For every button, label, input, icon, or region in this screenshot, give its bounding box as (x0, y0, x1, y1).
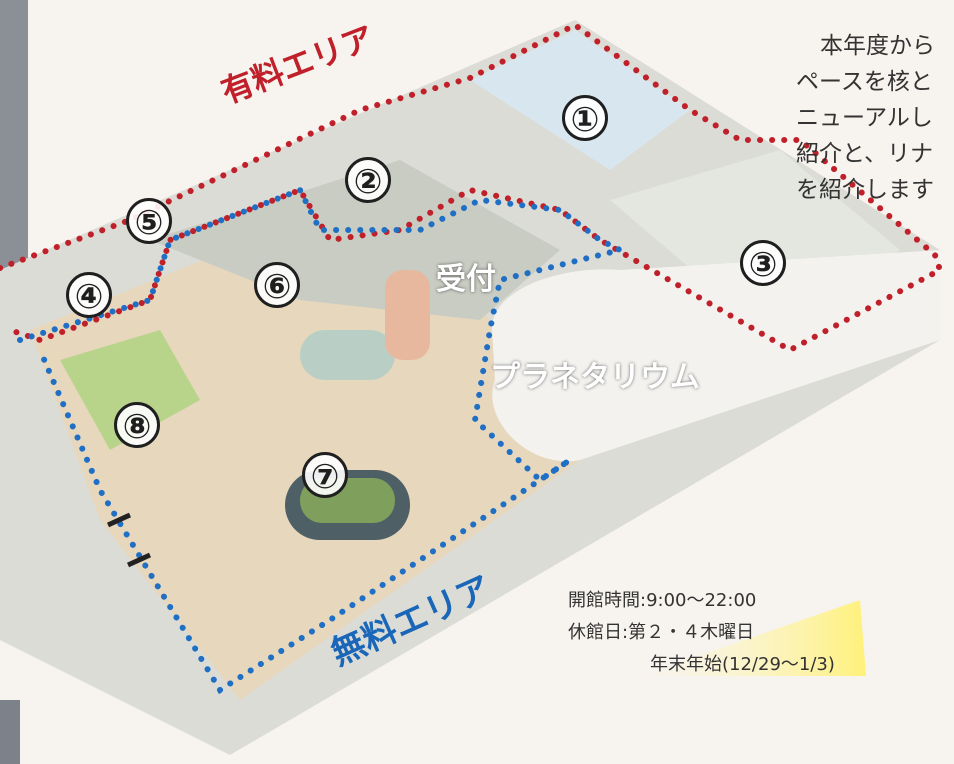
year-end-closure: 年末年始(12/29〜1/3) (650, 654, 835, 675)
reception-column (385, 270, 430, 360)
side-text-line: 紹介と、リナ (796, 141, 934, 167)
entrance-mark (106, 512, 132, 528)
opening-hours: 開館時間:9:00〜22:00 (568, 590, 757, 611)
free-area-border (17, 186, 629, 695)
side-text-line: ペースを核と (796, 69, 933, 95)
room-number-3: ③ (740, 240, 786, 286)
entrance-mark (126, 552, 152, 568)
central-floor (150, 160, 560, 320)
room-number-1: ① (562, 95, 608, 141)
room-number-6: ⑥ (254, 262, 300, 308)
side-text-line: ニューアルし (796, 105, 933, 131)
room-number-4: ④ (66, 272, 112, 318)
side-text-line: を紹介します (796, 177, 934, 203)
room-number-2: ② (345, 157, 391, 203)
planetarium-label: プラネタリウム (490, 360, 700, 395)
room-number-8: ⑧ (114, 402, 160, 448)
room-number-5: ⑤ (126, 198, 172, 244)
paid-area-border (0, 21, 944, 354)
room-number-7: ⑦ (302, 452, 348, 498)
side-text-line: 本年度から (820, 33, 935, 59)
reception-label: 受付 (436, 262, 496, 297)
room-8-floor (60, 330, 200, 450)
closed-days: 休館日:第２・４木曜日 (568, 622, 755, 643)
left-photo-strip-bottom (0, 700, 20, 764)
hours-highlight (640, 600, 866, 676)
planter-center (300, 330, 395, 380)
planetarium-dome (491, 250, 940, 462)
